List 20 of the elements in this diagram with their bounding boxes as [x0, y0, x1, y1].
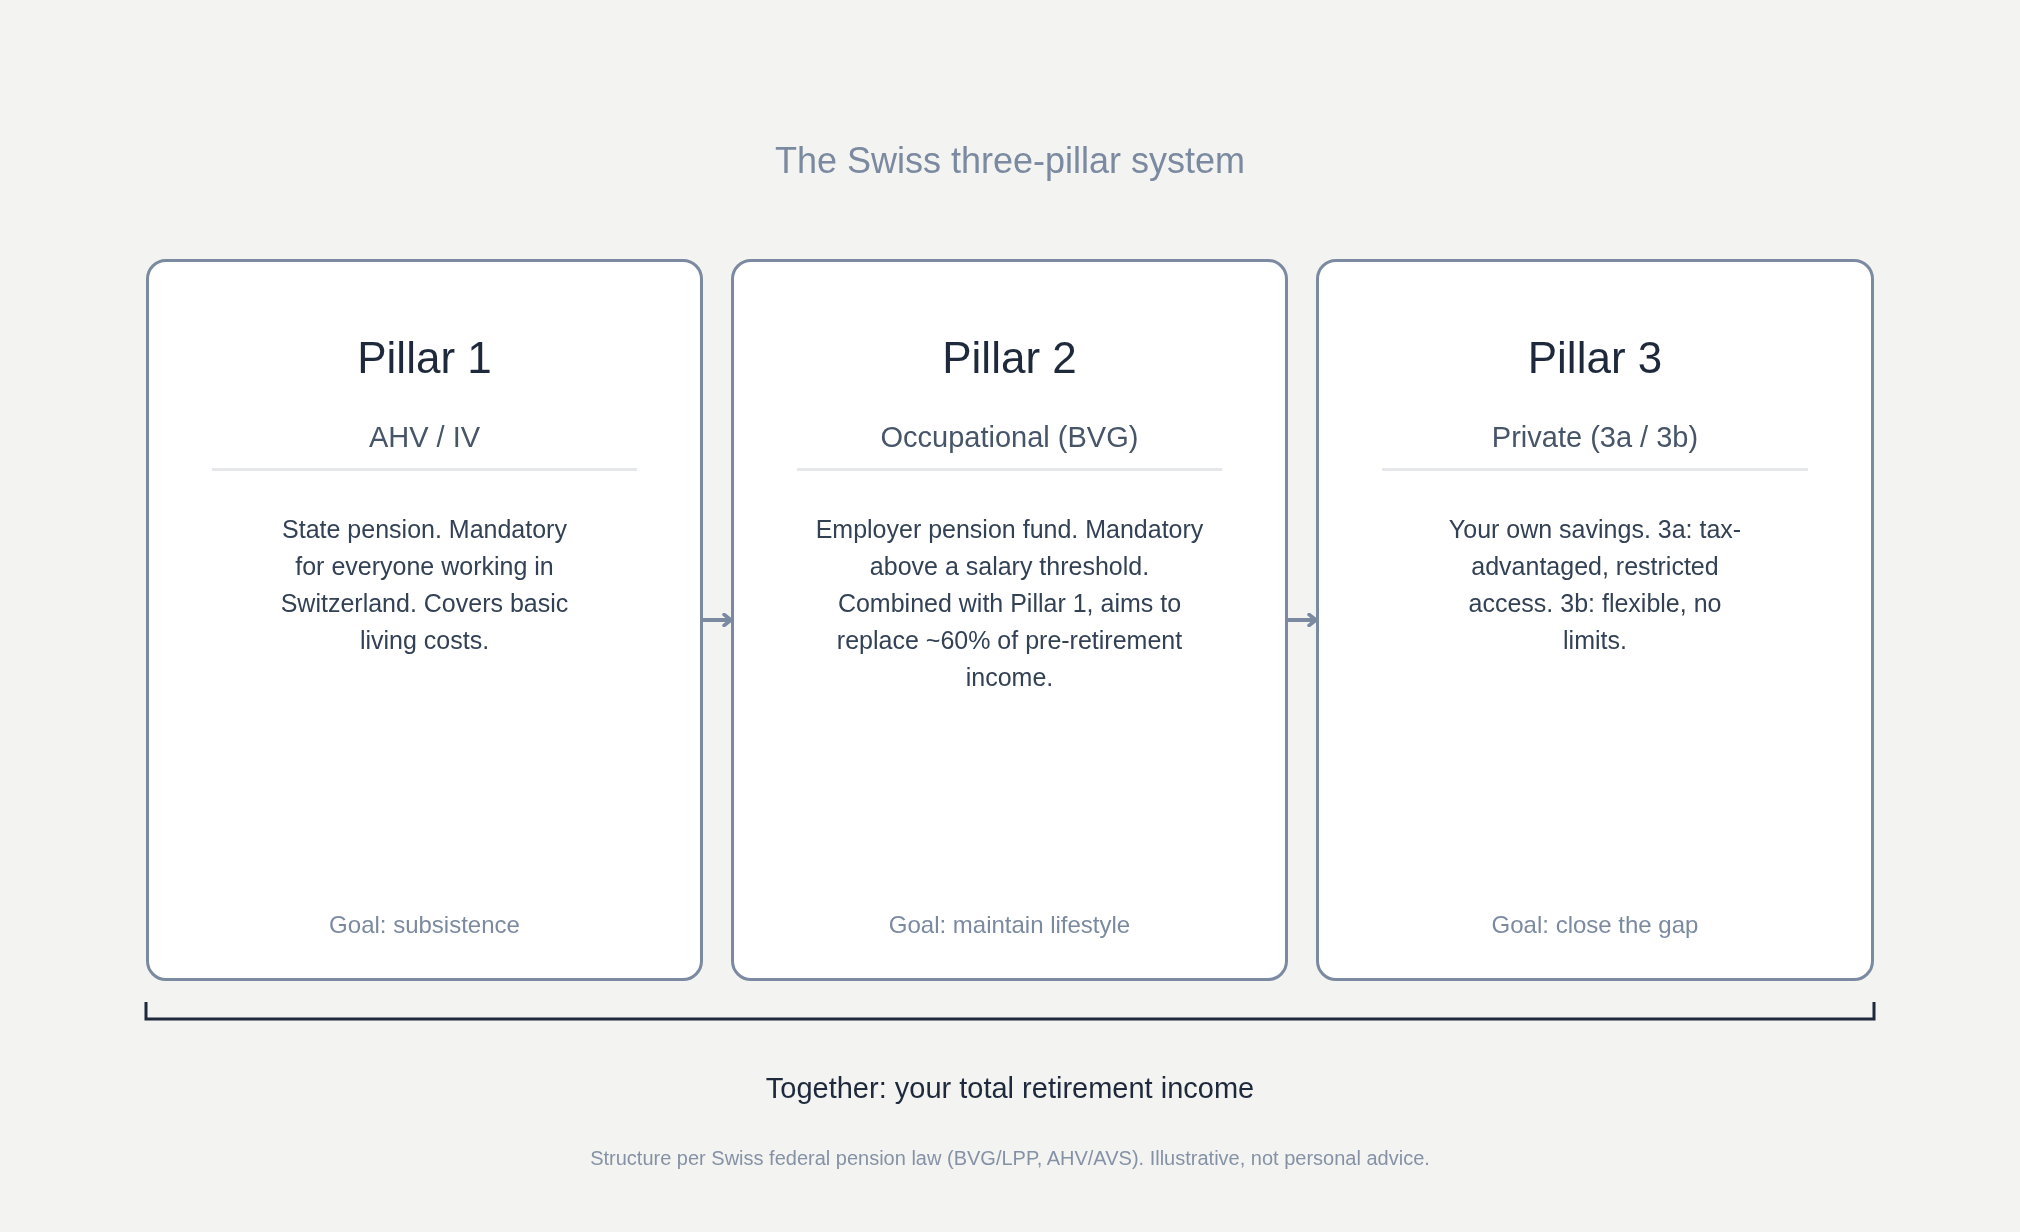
pillar-card — [1316, 259, 1874, 981]
arrow — [1286, 612, 1318, 628]
card-description: State pension. Mandatory for everyone working in Switzerland. Covers basic living costs. — [279, 514, 570, 656]
diagram-title: The Swiss three-pillar system — [774, 139, 1246, 183]
pillar-card — [731, 259, 1288, 981]
card-heading: Pillar 3 — [1527, 332, 1663, 384]
card-subtitle: Private (3a / 3b) — [1491, 420, 1699, 455]
card-footer-text: Goal: maintain lifestyle — [888, 910, 1131, 940]
card-footer-text: Goal: subsistence — [329, 910, 520, 940]
card-footer-text: Goal: close the gap — [1491, 910, 1699, 940]
card-heading: Pillar 1 — [357, 332, 492, 384]
summary-text: Together: your total retirement income — [765, 1071, 1255, 1106]
card-subtitle: Occupational (BVG) — [880, 420, 1139, 455]
arrow — [701, 612, 733, 628]
pillar-card — [146, 259, 703, 981]
card-description: Employer pension fund. Mandatory above a salary threshold. Combined with Pillar 1, aims to replace ~60% of pre-retirement income. — [814, 514, 1205, 693]
card-heading: Pillar 2 — [942, 332, 1077, 384]
footnote-text: Structure per Swiss federal pension law (BVG/LPP, AHV/AVS). Illustrative, not personal advice. — [590, 1146, 1430, 1171]
card-subtitle: AHV / IV — [368, 420, 481, 455]
card-description: Your own savings. 3a: tax-advantaged, restricted access. 3b: flexible, no limits. — [1447, 514, 1743, 656]
